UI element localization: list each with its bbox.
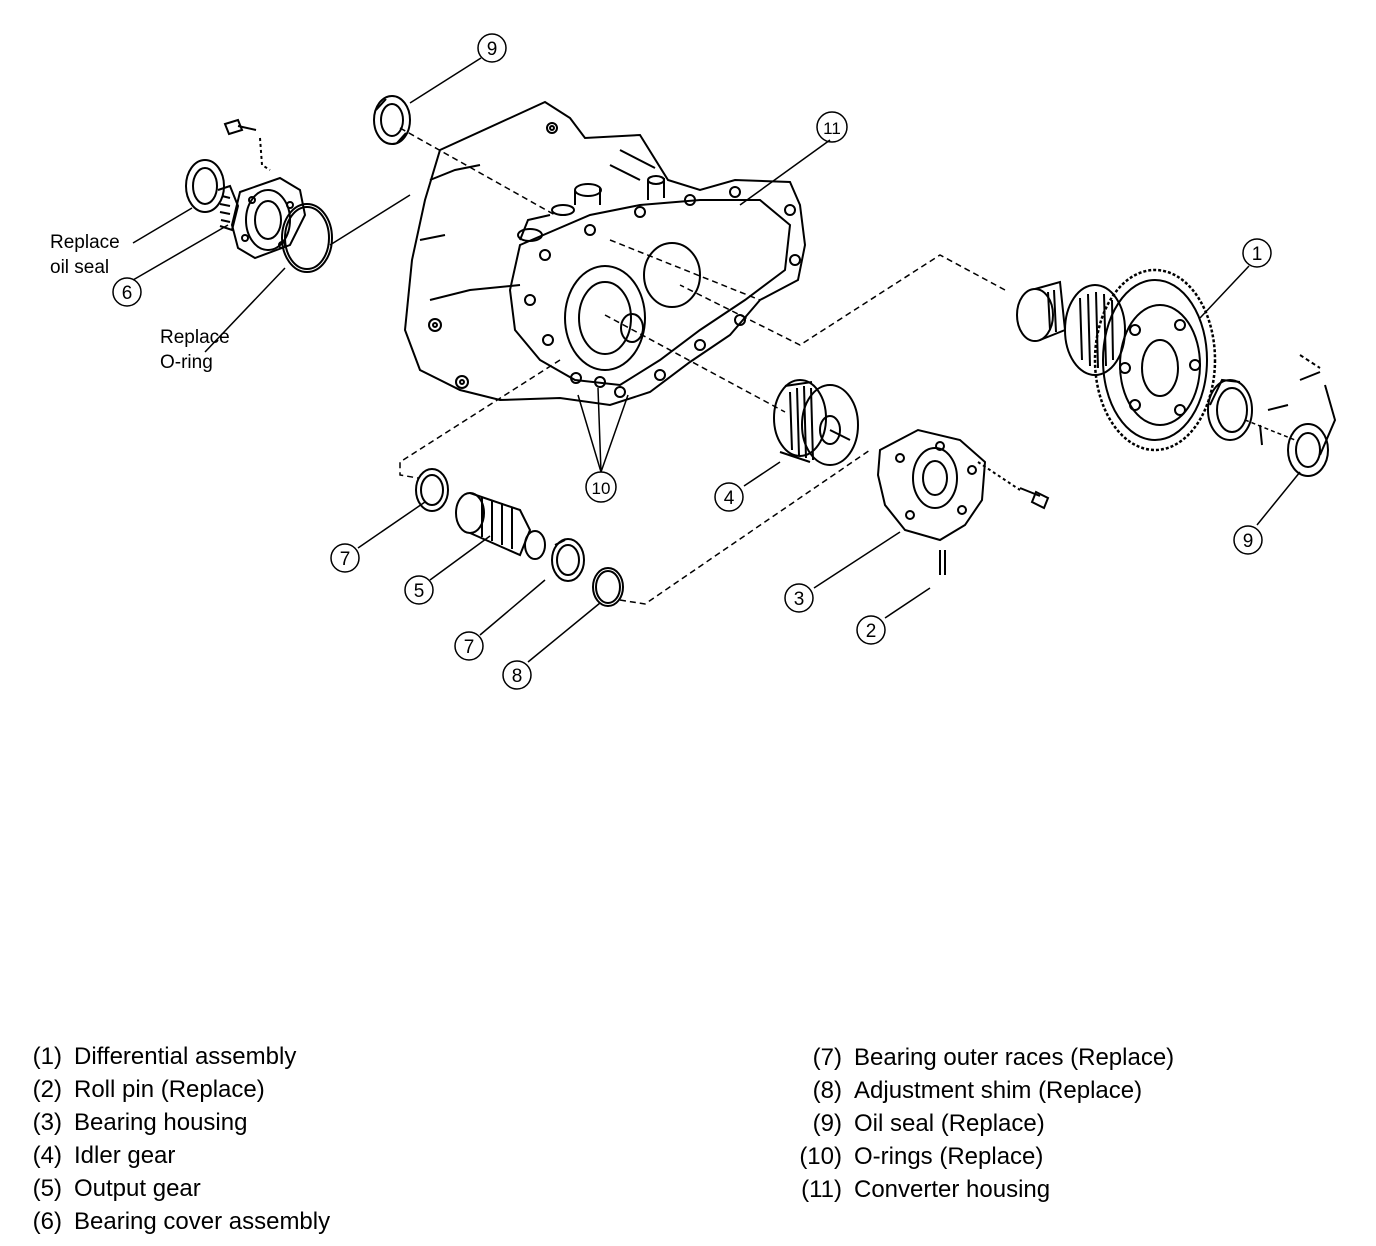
legend-item-number: (7) (812, 1044, 842, 1071)
legend-item-label: Idler gear (74, 1142, 176, 1169)
roll-pin (939, 550, 946, 575)
callout-1-label: 1 (1252, 244, 1263, 265)
callout-9-right-label: 9 (1243, 531, 1254, 552)
callout-10: 10 (585, 471, 617, 503)
callout-2-label: 2 (866, 621, 877, 642)
note-replace-oil-seal: Replace oil seal (50, 232, 120, 278)
legend-item: (3) Bearing housing (24, 1106, 330, 1139)
exploded-view-diagram: 1 2 3 4 5 6 7 7 8 9 9 10 (50, 33, 1337, 690)
bearing-housing-bolt (977, 461, 1050, 510)
callout-9-upper-label: 9 (487, 39, 498, 60)
legend-item: (6) Bearing cover assembly (24, 1205, 330, 1238)
callout-10-label: 10 (592, 479, 611, 498)
legend-item-number: (6) (32, 1208, 62, 1235)
bearing-race-upper (415, 468, 449, 512)
bearing-housing (876, 428, 987, 542)
callout-6-label: 6 (122, 283, 133, 304)
legend-item-number: (10) (799, 1143, 842, 1170)
callout-7-lower: 7 (454, 631, 484, 661)
oil-seal-upper (373, 95, 411, 145)
legend-item-label: Output gear (74, 1175, 201, 1202)
legend-item-number: (2) (32, 1076, 62, 1103)
differential-bearing-race (1207, 378, 1253, 441)
callout-7-lower-label: 7 (464, 637, 475, 658)
callout-11-label: 11 (823, 119, 841, 138)
callout-11: 11 (816, 111, 848, 143)
legend-item: (7) Bearing outer races (Replace) (790, 1041, 1175, 1074)
note-replace-o-ring: Replace O-ring (160, 327, 230, 373)
callout-5-label: 5 (414, 581, 425, 602)
note-o-ring-line1: Replace (160, 327, 230, 348)
note-o-ring-line2: O-ring (160, 352, 213, 373)
bearing-race-lower (551, 538, 585, 582)
legend-left-column: (1) Differential assembly (2) Roll pin (Re… (24, 1040, 330, 1238)
legend-item-number: (4) (32, 1142, 62, 1169)
legend-item-number: (8) (812, 1077, 842, 1104)
callout-4-label: 4 (724, 488, 735, 509)
bearing-cover-assembly (185, 159, 307, 260)
callout-5: 5 (404, 575, 434, 605)
bearing-cover-bolt (223, 118, 271, 171)
note-oil-seal-line2: oil seal (50, 257, 109, 278)
legend-item-label: Roll pin (Replace) (74, 1076, 265, 1103)
oil-seal-right (1287, 423, 1329, 477)
note-oil-seal-line1: Replace (50, 232, 120, 253)
adjustment-shim (592, 567, 624, 607)
callout-7-upper-label: 7 (340, 549, 351, 570)
legend-item: (5) Output gear (24, 1172, 330, 1205)
legend-item-label: Bearing outer races (Replace) (854, 1044, 1175, 1071)
callout-9-right: 9 (1233, 525, 1263, 555)
callout-1: 1 (1242, 238, 1272, 268)
legend-item: (8) Adjustment shim (Replace) (790, 1074, 1174, 1107)
legend-item-number: (5) (32, 1175, 62, 1202)
legend-item-number: (1) (32, 1043, 62, 1070)
legend-item: (11) Converter housing (790, 1173, 1174, 1206)
output-gear (455, 492, 546, 560)
converter-housing (403, 100, 807, 407)
legend-item-label: Bearing cover assembly (74, 1208, 331, 1235)
callout-3: 3 (784, 583, 814, 613)
legend-item-label: Converter housing (854, 1176, 1051, 1203)
legend-item-number: (3) (32, 1109, 62, 1136)
legend-item: (9) Oil seal (Replace) (790, 1107, 1174, 1140)
callout-3-label: 3 (794, 589, 805, 610)
legend-item: (4) Idler gear (24, 1139, 330, 1172)
legend-item-label: Adjustment shim (Replace) (854, 1077, 1143, 1104)
callout-2: 2 (856, 615, 886, 645)
legend-item: (10) O-rings (Replace) (790, 1140, 1174, 1173)
callout-4: 4 (714, 482, 744, 512)
callout-8-label: 8 (512, 666, 523, 687)
bearing-cover-o-ring (281, 203, 333, 273)
callout-9-upper: 9 (477, 33, 507, 63)
callout-8: 8 (502, 660, 532, 690)
differential-shim (1259, 354, 1337, 456)
legend-item-label: Bearing housing (74, 1109, 248, 1136)
legend-item: (1) Differential assembly (24, 1040, 330, 1073)
legend-item-number: (11) (801, 1176, 842, 1203)
legend-item-label: Oil seal (Replace) (854, 1110, 1045, 1137)
callout-leaders (132, 57, 1301, 663)
legend-item-label: Differential assembly (74, 1043, 297, 1070)
idler-gear (773, 379, 859, 466)
legend-item: (2) Roll pin (Replace) (24, 1073, 330, 1106)
legend-item-number: (9) (812, 1110, 842, 1137)
callout-7-upper: 7 (330, 543, 360, 573)
legend-right-column: (7) Bearing outer races (Replace) (8) Adju… (790, 1041, 1174, 1206)
assembly-guide-lines (329, 127, 1296, 605)
callout-6: 6 (112, 277, 142, 307)
differential-assembly (1016, 268, 1217, 452)
legend-item-label: O-rings (Replace) (854, 1143, 1044, 1170)
